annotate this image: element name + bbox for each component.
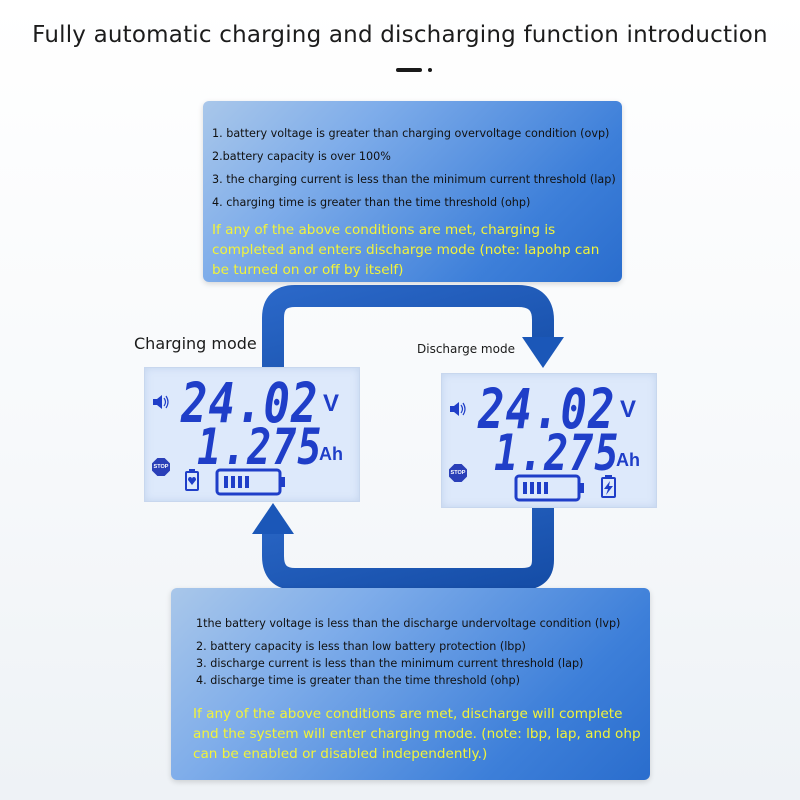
- discharge-condition: 2. battery capacity is less than low bat…: [196, 640, 526, 653]
- charge-note: If any of the above conditions are met, …: [212, 222, 600, 278]
- stop-icon: STOP: [152, 458, 170, 476]
- battery-heart-icon: [185, 469, 199, 491]
- charging-mode-label: Charging mode: [134, 334, 257, 353]
- voltage-unit: V: [620, 396, 637, 423]
- charge-condition: 1. battery voltage is greater than charg…: [212, 127, 610, 140]
- stop-icon: STOP: [449, 464, 467, 482]
- battery-lightning-icon: [601, 475, 616, 498]
- speaker-icon: [450, 402, 466, 416]
- discharge-condition: 4. discharge time is greater than the ti…: [196, 674, 520, 687]
- discharge-lcd-icons: [450, 402, 616, 502]
- discharge-mode-label: Discharge mode: [417, 342, 515, 356]
- battery-level-icon: [514, 474, 584, 502]
- discharge-lcd-display: 24.02 V 1.275 Ah STOP: [441, 373, 657, 508]
- capacity-unit: Ah: [616, 450, 640, 470]
- discharge-conditions-list: 1the battery voltage is less than the di…: [196, 615, 620, 689]
- charging-lcd-display: 24.02 V 1.275 Ah STOP: [144, 367, 360, 502]
- battery-level-icon: [215, 468, 285, 496]
- charge-condition: 3. the charging current is less than the…: [212, 173, 616, 186]
- speaker-icon: [153, 395, 169, 409]
- page-title: Fully automatic charging and discharging…: [32, 22, 768, 48]
- charging-lcd-icons: [153, 395, 285, 496]
- charge-to-discharge-arrow: [262, 285, 554, 372]
- charge-condition: 2.battery capacity is over 100%: [212, 150, 391, 163]
- discharge-condition: 1the battery voltage is less than the di…: [196, 617, 621, 630]
- title-underline: [396, 68, 422, 72]
- charge-condition: 4. charging time is greater than the tim…: [212, 196, 531, 209]
- voltage-readout: 24.02: [478, 378, 616, 442]
- capacity-unit: Ah: [319, 444, 343, 464]
- discharge-to-charge-arrow: [262, 506, 554, 590]
- arrow-head-down: [522, 337, 564, 368]
- voltage-readout: 24.02: [181, 372, 319, 436]
- charge-complete-conditions-box: 1. battery voltage is greater than charg…: [203, 101, 622, 282]
- discharge-complete-conditions-box: 1the battery voltage is less than the di…: [171, 588, 650, 780]
- discharge-note: If any of the above conditions are met, …: [193, 706, 641, 762]
- voltage-unit: V: [323, 390, 340, 417]
- arrow-head-up: [252, 503, 294, 534]
- title-underline-dot: [428, 68, 432, 72]
- capacity-readout: 1.275: [197, 419, 323, 477]
- discharge-condition: 3. discharge current is less than the mi…: [196, 657, 584, 670]
- charge-conditions-list: 1. battery voltage is greater than charg…: [212, 122, 616, 214]
- capacity-readout: 1.275: [494, 425, 620, 483]
